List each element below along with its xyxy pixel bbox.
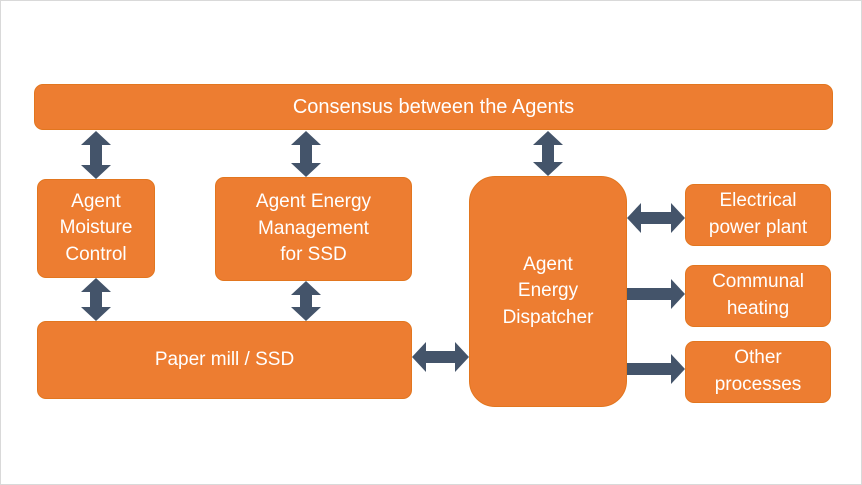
arrow-consensus-dispatcher-icon bbox=[533, 131, 563, 176]
node-agent-moisture-control: Agent Moisture Control bbox=[37, 179, 155, 278]
arrow-energy-papermill-icon bbox=[291, 281, 321, 321]
node-agent-energy-dispatcher: Agent Energy Dispatcher bbox=[469, 176, 627, 407]
arrow-consensus-moisture-icon bbox=[81, 131, 111, 179]
node-other-processes: Other processes bbox=[685, 341, 831, 403]
node-paper-mill: Paper mill / SSD bbox=[37, 321, 412, 399]
node-agent-energy-dispatcher-label: Agent Energy Dispatcher bbox=[502, 253, 594, 328]
arrow-dispatcher-electrical-icon bbox=[627, 203, 685, 233]
arrow-papermill-dispatcher-icon bbox=[412, 342, 469, 372]
node-paper-mill-label: Paper mill / SSD bbox=[154, 348, 295, 370]
node-agent-energy-management-label: Agent Energy Management for SSD bbox=[255, 191, 372, 266]
node-agent-moisture-control-label: Agent Moisture Control bbox=[59, 190, 133, 265]
node-electrical-power-plant: Electrical power plant bbox=[685, 184, 831, 246]
node-consensus-label: Consensus between the Agents bbox=[292, 96, 575, 118]
arrow-moisture-papermill-icon bbox=[81, 278, 111, 321]
node-agent-energy-management: Agent Energy Management for SSD bbox=[215, 177, 412, 281]
node-communal-heating: Communal heating bbox=[685, 265, 831, 327]
node-communal-heating-label: Communal heating bbox=[712, 271, 804, 319]
arrow-dispatcher-other-icon bbox=[627, 354, 685, 384]
node-electrical-power-plant-label: Electrical power plant bbox=[708, 190, 808, 238]
arrow-dispatcher-communal-icon bbox=[627, 279, 685, 309]
node-other-processes-label: Other processes bbox=[714, 347, 802, 395]
arrow-consensus-energy-icon bbox=[291, 131, 321, 177]
node-consensus-bar: Consensus between the Agents bbox=[34, 84, 833, 130]
